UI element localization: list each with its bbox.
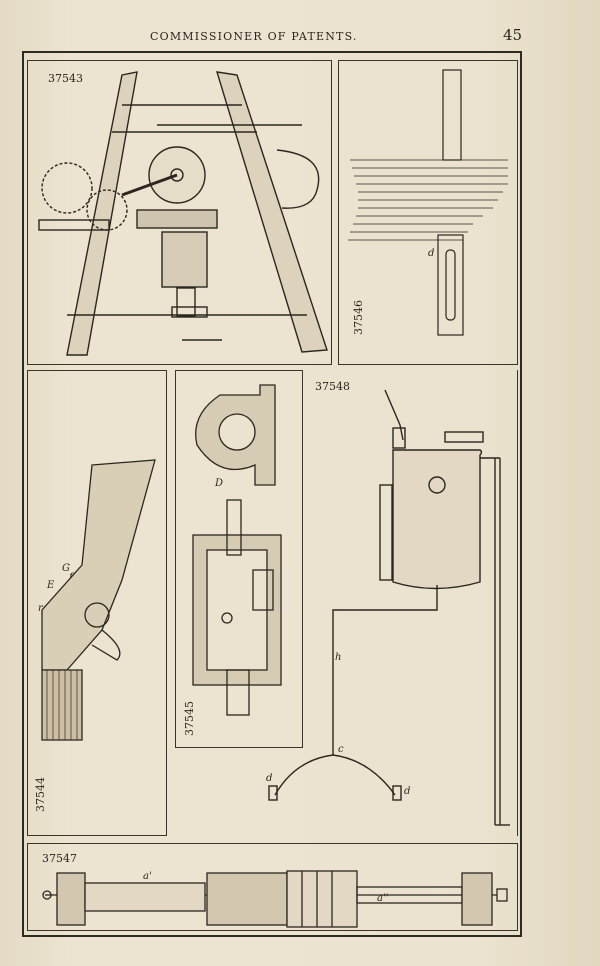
figure-37544-label-r: r [38, 603, 43, 614]
figure-37548-label-d-left: d [266, 773, 273, 784]
figure-37547-label-a-prime: a' [143, 871, 152, 882]
figure-37548-number: 37548 [315, 380, 350, 393]
figure-37547-panel [27, 843, 518, 931]
figure-37544-label-E: E [47, 580, 55, 591]
figure-37547-number: 37547 [42, 852, 77, 865]
figure-37548-panel [175, 370, 518, 836]
figure-37544-label-G: G [62, 563, 70, 574]
page-header: COMMISSIONER OF PATENTS. 45 [0, 26, 600, 46]
figure-37546-drawing [348, 69, 508, 336]
figure-37544-drawing [41, 459, 156, 741]
figure-37543-number: 37543 [48, 72, 83, 85]
figure-37545-drawing [192, 384, 282, 716]
figure-37546-panel [338, 60, 518, 365]
figure-37546-label-d: d [428, 248, 435, 259]
figure-37548-label-d-right: d [404, 786, 411, 797]
figure-37545-label-D: D [215, 478, 224, 489]
figure-37548-label-c: c [338, 744, 344, 755]
plate-frame [22, 51, 522, 937]
figure-37547-label-a-double-prime: a'' [377, 893, 389, 904]
figure-37548-drawing [268, 389, 510, 826]
page-number: 45 [503, 26, 523, 44]
running-head: COMMISSIONER OF PATENTS. [150, 30, 358, 43]
figure-37547-drawing [42, 870, 508, 928]
figure-37543-drawing [38, 71, 328, 356]
figure-37548-label-h: h [335, 652, 342, 663]
figure-37543-panel [27, 60, 332, 365]
figure-37545-panel [175, 370, 303, 748]
figure-37544-panel [27, 370, 167, 836]
